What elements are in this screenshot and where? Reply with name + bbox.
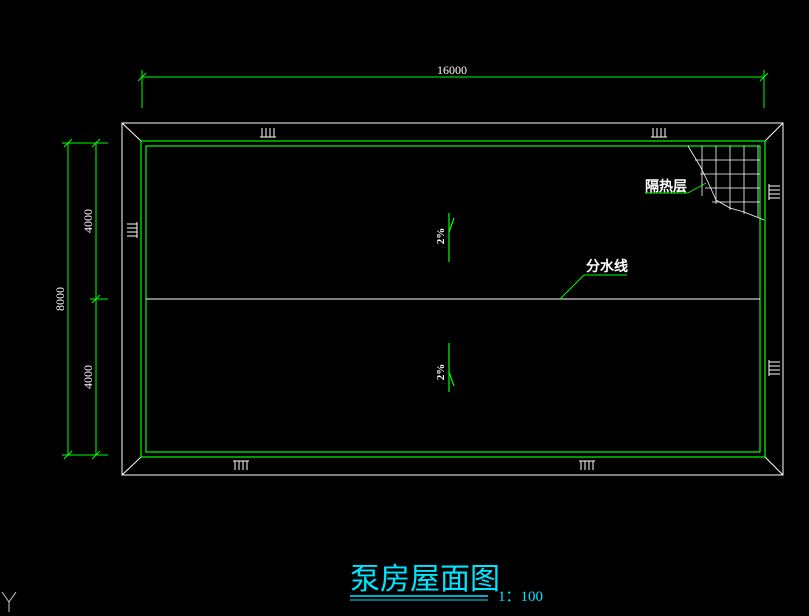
slope-arrow-lower: 2% — [435, 343, 455, 392]
insulation-hatch — [687, 145, 765, 221]
ridge-callout: 分水线 — [559, 258, 628, 300]
insulation-callout: 隔热层 — [645, 178, 707, 195]
dimension-top — [137, 70, 769, 108]
drawing-title: 泵房屋面图 — [350, 562, 500, 597]
dimension-top-label: 16000 — [437, 63, 467, 77]
dimension-left-total-label: 8000 — [53, 287, 67, 311]
roof-outer-outline — [121, 122, 784, 476]
corner-mitre-lines — [121, 122, 784, 476]
slope-label-upper: 2% — [435, 228, 447, 245]
ucs-axis-icon — [1, 591, 17, 612]
drawing-scale: 1：100 — [498, 589, 543, 605]
dimension-left-upper-label: 4000 — [81, 209, 95, 233]
drain-symbols — [127, 128, 780, 470]
dimension-left-lower-label: 4000 — [81, 365, 95, 389]
insulation-label: 隔热层 — [645, 178, 687, 195]
dimension-left — [62, 138, 108, 460]
parapet-outer — [140, 140, 766, 458]
ridge-line-label: 分水线 — [586, 258, 628, 275]
slope-arrow-upper: 2% — [435, 213, 455, 262]
slope-label-lower: 2% — [435, 364, 447, 381]
